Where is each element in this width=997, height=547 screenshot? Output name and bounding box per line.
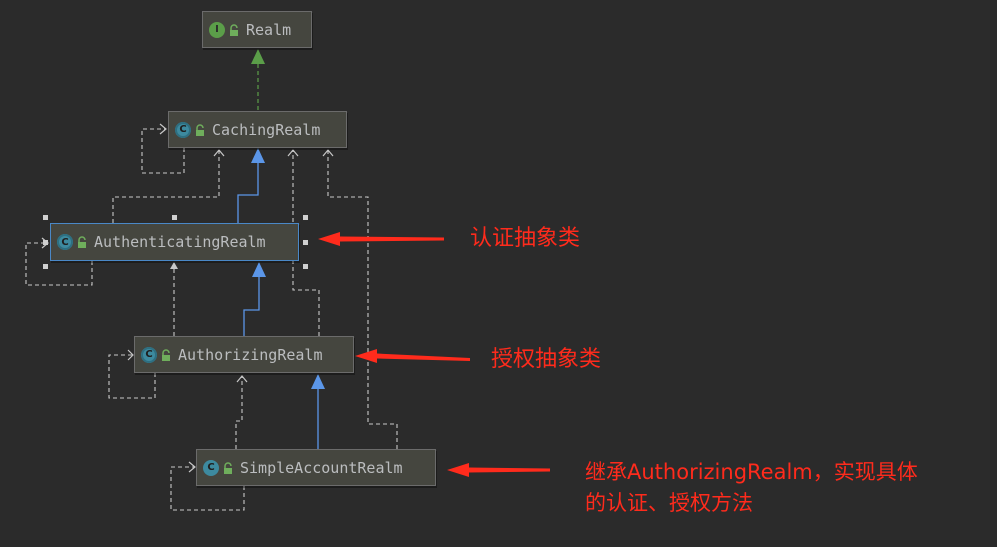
dependency-arrowheads [41, 123, 334, 473]
node-caching-realm[interactable]: C CachingRealm [168, 111, 347, 148]
annotation-simple-line2: 的认证、授权方法 [585, 491, 753, 515]
selection-handle[interactable] [43, 240, 48, 245]
implements-arrow [251, 49, 265, 110]
node-label: AuthenticatingRealm [94, 233, 266, 251]
public-lock-icon [78, 236, 86, 248]
annotation-arrow [447, 463, 550, 477]
public-lock-icon [196, 123, 204, 136]
annotation-authentication: 认证抽象类 [470, 226, 581, 251]
annotation-simple-line1: 继承AuthorizingRealm，实现具体 [585, 460, 918, 484]
selection-handle[interactable] [172, 215, 177, 220]
abstract-class-icon: C [141, 346, 157, 363]
node-authorizing-realm[interactable]: C AuthorizingRealm [134, 336, 354, 373]
abstract-class-icon: C [57, 234, 73, 250]
selection-handle[interactable] [43, 215, 48, 220]
extends-arrow [243, 262, 266, 336]
selection-handle[interactable] [43, 264, 48, 269]
annotation-arrow [318, 232, 444, 246]
node-label: SimpleAccountRealm [240, 458, 403, 477]
node-authenticating-realm[interactable]: C AuthenticatingRealm [50, 223, 299, 261]
selection-handle[interactable] [303, 264, 308, 269]
node-realm[interactable]: I Realm [202, 11, 312, 48]
selection-handle[interactable] [303, 240, 308, 245]
abstract-class-icon: C [175, 121, 191, 138]
class-icon: C [203, 459, 219, 476]
public-lock-icon [230, 23, 238, 36]
dependency-arrows [25, 128, 398, 511]
annotation-authorization: 授权抽象类 [491, 347, 602, 372]
annotation-arrow [355, 349, 470, 363]
public-lock-icon [162, 348, 170, 361]
node-label: Realm [246, 20, 292, 39]
node-label: CachingRealm [212, 120, 321, 139]
interface-icon: I [209, 21, 225, 38]
node-label: AuthorizingRealm [178, 345, 323, 364]
extends-arrow [311, 374, 325, 449]
node-simple-account-realm[interactable]: C SimpleAccountRealm [196, 449, 436, 486]
extends-arrow [237, 148, 265, 223]
public-lock-icon [224, 461, 232, 474]
selection-handle[interactable] [303, 215, 308, 220]
